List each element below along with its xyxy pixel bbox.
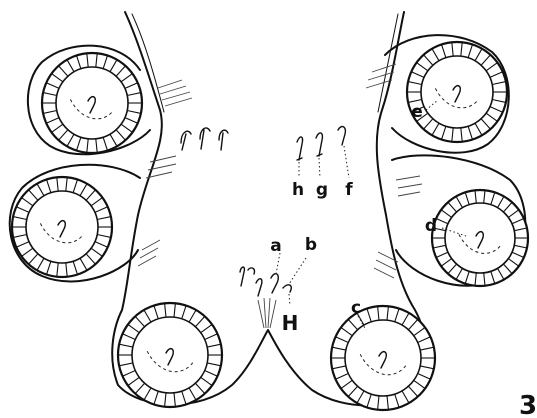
rings [12,42,528,410]
label-b: b [305,235,317,255]
label-f: f [345,180,353,200]
label-e: e [411,102,423,122]
hook-h [297,137,303,160]
label-d: d [425,216,437,236]
label-c: c [351,298,361,318]
ring-middle-left [12,177,112,277]
hook-g [316,133,322,156]
hook-shape [181,131,191,150]
ring-middle-right [432,190,528,286]
ring-lower-left [118,303,222,407]
hooks-fgh [297,127,349,178]
hooks-left-row [181,128,228,150]
figure-number: 3 [519,391,537,418]
hook-shape [219,130,228,150]
ring-lower-right [331,306,435,410]
hook-shape [200,128,210,149]
label-g: g [316,180,328,200]
label-H: H [282,311,299,335]
label-h: h [292,180,304,200]
ring-upper-left [42,53,142,153]
label-a: a [270,236,281,256]
hooks-center [240,253,306,306]
ring-upper-right [407,42,507,142]
hook-f [338,127,345,145]
